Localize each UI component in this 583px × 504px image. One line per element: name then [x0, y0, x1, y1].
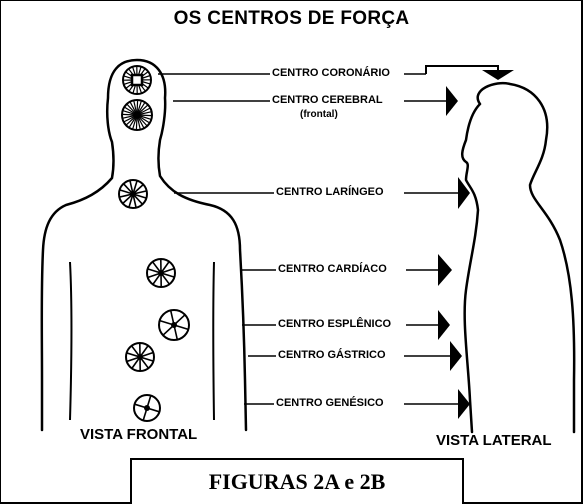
label-vista-frontal: VISTA FRONTAL: [80, 426, 198, 443]
coronary-arrowhead: [482, 70, 514, 80]
wheel-cardiac-icon: [146, 258, 176, 288]
label-splenic: CENTRO ESPLÊNICO: [276, 318, 394, 330]
label-coronary: CENTRO CORONÁRIO: [270, 67, 392, 79]
wheel-genesic-icon: [133, 394, 161, 422]
side-body-outline: [461, 81, 576, 434]
arrowhead-splenic: [438, 310, 450, 340]
label-laryngeal: CENTRO LARÍNGEO: [274, 186, 386, 198]
arrowhead-laryngeal: [458, 177, 470, 209]
diagram-title: OS CENTROS DE FORÇA: [173, 8, 410, 29]
label-genesic: CENTRO GENÉSICO: [274, 397, 386, 409]
label-cerebral: CENTRO CEREBRAL: [270, 94, 385, 106]
wheel-laryngeal-icon: [118, 179, 148, 209]
wheel-coronary-icon: [122, 65, 152, 95]
arrowhead-cardiac: [438, 254, 452, 286]
label-gastric: CENTRO GÁSTRICO: [276, 349, 388, 361]
front-arm-inner-right: [212, 261, 215, 421]
label-vista-lateral: VISTA LATERAL: [436, 432, 552, 449]
arrowhead-genesic: [458, 389, 470, 419]
arrowhead-gastric: [450, 341, 462, 371]
front-body-outline: [40, 58, 248, 432]
wheel-gastric-icon: [125, 342, 155, 372]
arrowhead-cerebral: [446, 86, 458, 116]
wheel-cerebral-icon: [121, 99, 153, 131]
figure-caption: FIGURAS 2A e 2B: [208, 469, 386, 494]
label-cardiac: CENTRO CARDÍACO: [276, 263, 389, 275]
wheel-splenic-icon: [158, 309, 190, 341]
front-arm-inner-left: [69, 261, 73, 421]
figure-caption-box: FIGURAS 2A e 2B: [130, 458, 464, 504]
label-cerebral-sub: (frontal): [300, 109, 338, 120]
